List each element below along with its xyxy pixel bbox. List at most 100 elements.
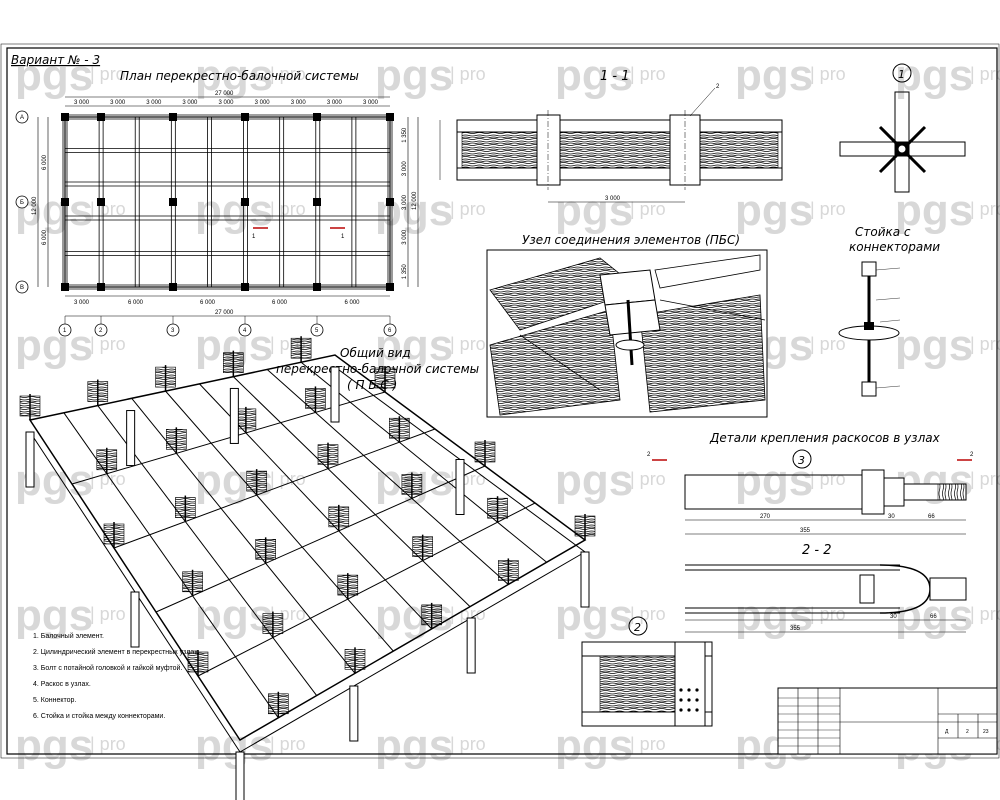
- section-mark-b: 1: [330, 227, 345, 240]
- plan-right-dim: 3 000: [402, 161, 408, 177]
- plan-top-dim: 3 000: [182, 100, 198, 106]
- sheet-frame: [6, 47, 998, 755]
- section-1-1-title: 1 - 1: [600, 69, 630, 84]
- watermark-sub: | pro: [630, 64, 666, 84]
- watermark-text: pgs: [735, 186, 813, 235]
- watermark-text: pgs: [195, 591, 273, 640]
- axis-label: Б: [20, 200, 24, 206]
- column-mark: [313, 198, 321, 206]
- watermark-sub: | pro: [970, 334, 1000, 354]
- column-mark: [241, 198, 249, 206]
- watermark-sub: | pro: [270, 734, 306, 754]
- watermark-sub: | pro: [630, 469, 666, 489]
- iso-structure: [19, 336, 596, 800]
- node-1-detail: 1: [839, 63, 966, 193]
- watermark-sub: | pro: [90, 734, 126, 754]
- axis-label: 3: [171, 328, 175, 334]
- axis-label: 1: [63, 328, 67, 334]
- plan-right-total: 12 000: [412, 191, 418, 210]
- watermark-text: pgs: [895, 321, 973, 370]
- note-3: 3. Болт с потайной головкой и гайкой муф…: [33, 664, 182, 672]
- watermark-sub: | pro: [90, 469, 126, 489]
- watermark-sub: | pro: [90, 64, 126, 84]
- plan-title: План перекрестно-балочной системы: [120, 69, 359, 83]
- plan-top-dim: 3 000: [291, 100, 307, 106]
- plan-total-bottom: 27 000: [215, 310, 234, 316]
- plan-left-dim-1: 6 000: [42, 154, 48, 170]
- watermark-text: pgs: [735, 51, 813, 100]
- axis-bubble-icon: [15, 280, 29, 294]
- plan-right-dim: 3 000: [402, 229, 408, 245]
- circle-marker-icon: [628, 616, 648, 636]
- circle-marker-icon: [792, 449, 812, 469]
- svg-text:66: 66: [930, 614, 937, 620]
- axis-label: 2: [99, 328, 103, 334]
- svg-text:270: 270: [760, 514, 771, 520]
- watermark-sub: | pro: [450, 604, 486, 624]
- watermark-sub: | pro: [810, 604, 846, 624]
- svg-text:30: 30: [890, 614, 897, 620]
- section-mark-a: 1: [252, 227, 268, 240]
- plan-top-dim: 3 000: [219, 100, 235, 106]
- note-6: 6. Стойка и стойка между коннекторами.: [33, 712, 165, 720]
- iso-column: [229, 387, 239, 444]
- svg-text:1: 1: [341, 234, 345, 240]
- watermark-text: pgs: [735, 456, 813, 505]
- plan-top-dim: 3 000: [255, 100, 271, 106]
- plan-right-dim: 3 000: [402, 194, 408, 210]
- svg-text:1: 1: [898, 68, 905, 81]
- watermark-sub: | pro: [970, 469, 1000, 489]
- column-mark: [169, 198, 177, 206]
- watermark-sub: | pro: [450, 334, 486, 354]
- plan-bottom-dim: 6 000: [345, 300, 361, 306]
- watermark-sub: | pro: [270, 64, 306, 84]
- iso-column: [235, 751, 245, 800]
- watermark-text: pgs: [555, 51, 633, 100]
- plan-left-total: 12 000: [32, 196, 38, 215]
- svg-text:66: 66: [928, 514, 935, 520]
- brace-details: Детали крепления раскосов в узлах 2 2 3 …: [647, 431, 974, 633]
- iso-column: [455, 459, 465, 515]
- plan-bottom-dim: 6 000: [272, 300, 288, 306]
- watermark-text: pgs: [555, 721, 633, 770]
- watermark-sub: | pro: [810, 334, 846, 354]
- plan-total-top: 27 000: [215, 91, 234, 97]
- axis-bubble-icon: [15, 110, 29, 124]
- section-1-1-dim: 3 000: [605, 196, 621, 202]
- iso-column: [466, 617, 476, 674]
- node-view-title: Узел соединения элементов (ПБС): [522, 233, 740, 247]
- watermark-text: pgs: [15, 591, 93, 640]
- column-mark: [241, 283, 249, 291]
- plan-top-dim: 3 000: [110, 100, 126, 106]
- watermark-text: pgs: [555, 456, 633, 505]
- watermark-text: pgs: [555, 591, 633, 640]
- axis-bubble-icon: [15, 195, 29, 209]
- column-mark: [61, 283, 69, 291]
- column-mark: [169, 283, 177, 291]
- detail-2: 2: [581, 616, 713, 727]
- watermark-sub: | pro: [810, 469, 846, 489]
- note-2: 2. Цилиндрический элемент в перекрестных…: [33, 648, 200, 656]
- circle-marker-icon: [892, 63, 912, 83]
- watermark-text: pgs: [195, 721, 273, 770]
- axis-label: В: [20, 285, 24, 291]
- general-title-1: Общий вид: [340, 346, 411, 360]
- svg-text:30: 30: [888, 514, 895, 520]
- note-1: 1. Балочный элемент.: [33, 632, 104, 640]
- watermark-text: pgs: [15, 186, 93, 235]
- plan-right-dim: 1 350: [402, 127, 408, 143]
- column-title-2: коннекторами: [849, 240, 940, 254]
- watermark-text: pgs: [375, 721, 453, 770]
- column-title-1: Стойка с: [855, 225, 911, 239]
- iso-column: [330, 366, 340, 423]
- watermark-sub: | pro: [630, 734, 666, 754]
- iso-column: [25, 431, 35, 488]
- watermark-sub: | pro: [270, 469, 306, 489]
- plan-view: План перекрестно-балочной системы 27 000…: [15, 69, 419, 337]
- watermark-sub: | pro: [90, 334, 126, 354]
- watermark-sub: | pro: [810, 199, 846, 219]
- column-mark: [386, 113, 394, 121]
- watermark-text: pgs: [895, 186, 973, 235]
